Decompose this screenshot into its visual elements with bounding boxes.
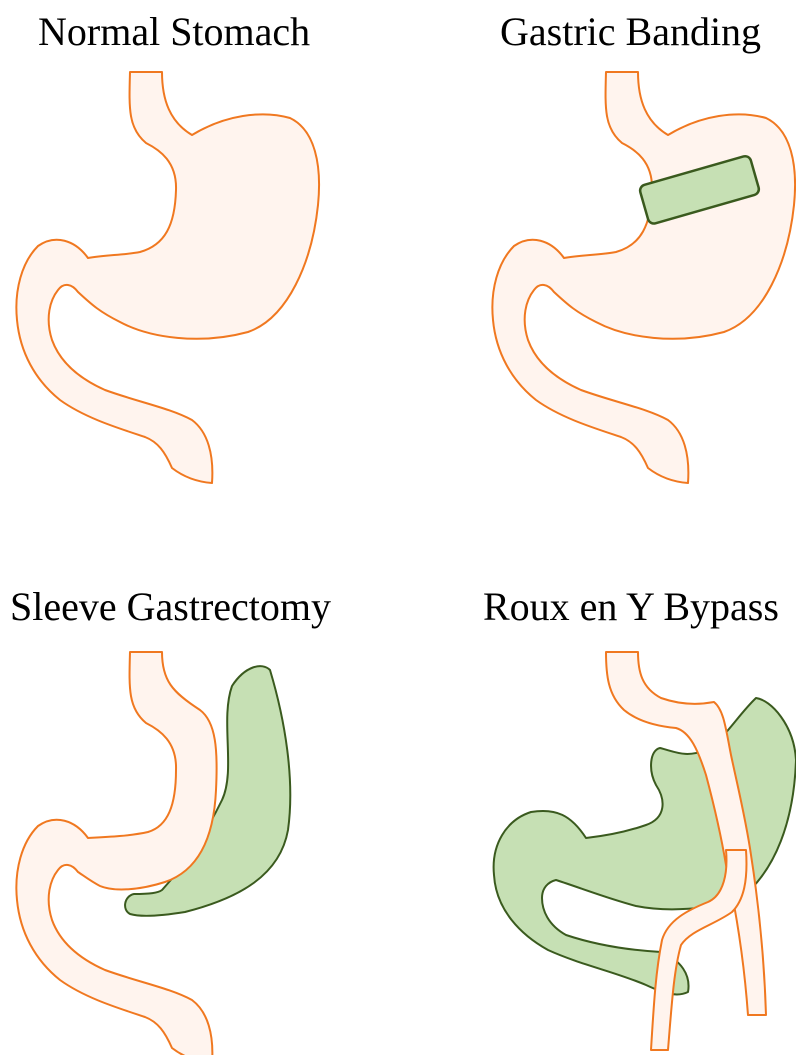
stomach-outline — [492, 72, 795, 483]
normal-stomach-panel — [16, 72, 319, 483]
sleeve-gastrectomy-panel — [16, 652, 290, 1055]
gastric-banding-panel — [492, 72, 795, 483]
stomach-outline — [16, 72, 319, 483]
sleeve-stomach-outline — [16, 652, 216, 1055]
roux-en-y-bypass-panel — [494, 652, 796, 1050]
